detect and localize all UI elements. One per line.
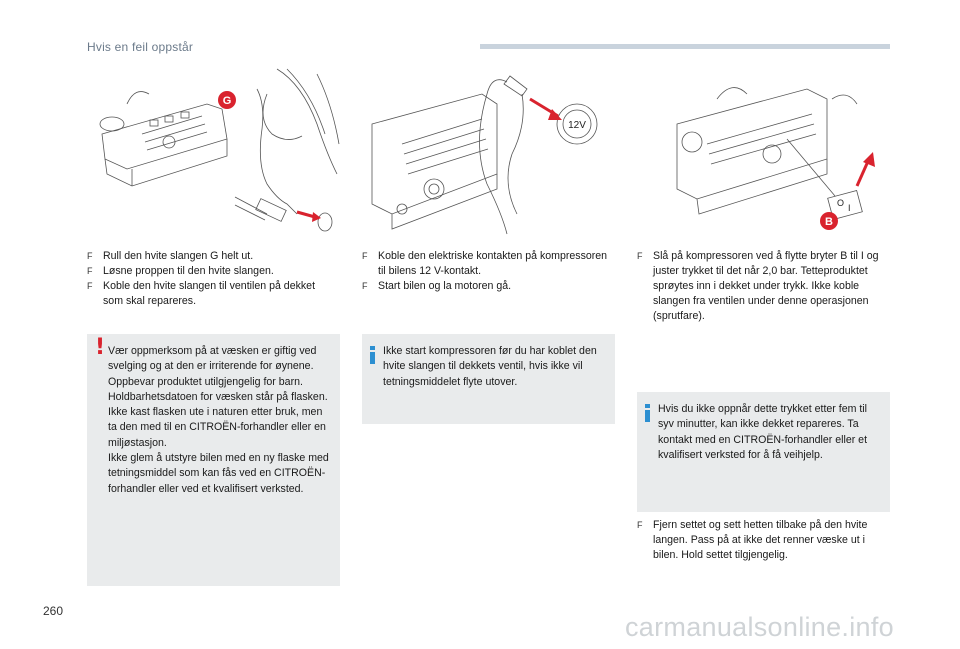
instruction-text: Løsne proppen til den hvite slangen. — [103, 265, 274, 277]
warning-line: Vær oppmerksom på at væsken er giftig ve… — [108, 345, 317, 373]
instruction-item: F Løsne proppen til den hvite slangen. — [87, 264, 337, 279]
info-icon — [645, 404, 650, 422]
checkbox-bullet-icon: F — [87, 281, 93, 291]
instruction-text: Start bilen og la motoren gå. — [378, 280, 512, 292]
checkbox-bullet-icon: F — [87, 251, 93, 261]
warning-line: Oppbevar produktet utilgjengelig for bar… — [108, 375, 303, 388]
info-text: Ikke start kompressoren før du har koble… — [383, 345, 597, 388]
checkbox-bullet-icon: F — [87, 266, 93, 276]
column1-instructions: F Rull den hvite slangen G helt ut. F Lø… — [87, 249, 337, 309]
figure-switch-b: B O I — [637, 64, 893, 242]
info-box: Hvis du ikke oppnår dette trykket etter … — [637, 392, 890, 512]
plug-illustration: 12V — [371, 75, 598, 235]
checkbox-bullet-icon: F — [637, 251, 643, 261]
switch-on-label: I — [848, 203, 851, 213]
warning-text: Vær oppmerksom på at væsken er giftig ve… — [108, 344, 332, 497]
instruction-text: Koble den elektriske kontakten på kompre… — [378, 250, 608, 277]
instruction-text: Fjern settet og sett hetten tilbake på d… — [653, 519, 868, 561]
info-icon — [370, 346, 375, 364]
warning-line: Ikke kast flasken ute i naturen etter br… — [108, 406, 326, 449]
column2-instructions: F Koble den elektriske kontakten på komp… — [362, 249, 612, 294]
compressor-hose-illustration: G — [99, 68, 340, 232]
instruction-item: F Fjern settet og sett hetten tilbake på… — [637, 518, 889, 563]
info-text: Hvis du ikke oppnår dette trykket etter … — [658, 403, 868, 461]
instruction-item: F Start bilen og la motoren gå. — [362, 279, 612, 294]
instruction-text: Rull den hvite slangen G helt ut. — [103, 250, 254, 262]
section-title: Hvis en feil oppstår — [87, 40, 194, 54]
warning-box: ! Vær oppmerksom på at væsken er giftig … — [87, 334, 340, 586]
figure-compressor-hose: G — [87, 64, 343, 242]
watermark: carmanualsonline.info — [625, 612, 894, 642]
warning-line: Ikke glem å utstyre bilen med en ny flas… — [108, 452, 329, 495]
checkbox-bullet-icon: F — [362, 251, 368, 261]
instruction-item: F Rull den hvite slangen G helt ut. — [87, 249, 337, 264]
instruction-item: F Koble den hvite slangen til ventilen p… — [87, 279, 337, 309]
page-number: 260 — [43, 604, 64, 618]
switch-illustration: B O I — [676, 87, 875, 230]
instruction-text: Koble den hvite slangen til ventilen på … — [103, 280, 316, 307]
checkbox-bullet-icon: F — [637, 520, 643, 530]
column3-final-instructions: F Fjern settet og sett hetten tilbake på… — [637, 518, 889, 563]
instruction-text: Slå på kompressoren ved å flytte bryter … — [653, 250, 879, 322]
switch-off-label: O — [837, 198, 844, 208]
instruction-item: F Koble den elektriske kontakten på komp… — [362, 249, 612, 279]
label-g: G — [223, 95, 232, 107]
label-b: B — [825, 216, 833, 228]
figure-12v-plug: 12V — [362, 64, 618, 242]
column3-instructions: F Slå på kompressoren ved å flytte bryte… — [637, 249, 889, 324]
warning-icon: ! — [95, 335, 106, 360]
warning-line: Holdbarhetsdatoen for væsken står på fla… — [108, 390, 328, 403]
header-bar — [480, 44, 890, 49]
label-12v: 12V — [568, 120, 586, 131]
instruction-item: F Slå på kompressoren ved å flytte bryte… — [637, 249, 889, 324]
info-box: Ikke start kompressoren før du har koble… — [362, 334, 615, 424]
checkbox-bullet-icon: F — [362, 281, 368, 291]
